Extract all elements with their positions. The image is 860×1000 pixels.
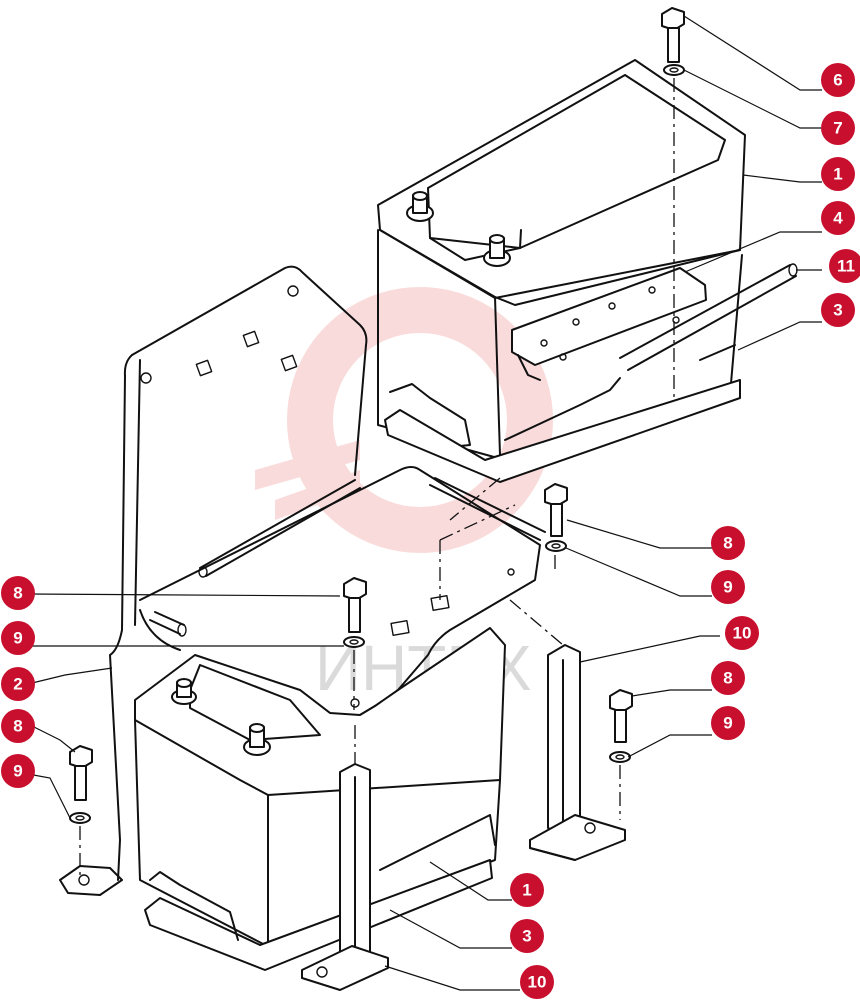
callout-badge-9-right: 9 — [711, 706, 745, 740]
callout-badge-10-bottom: 10 — [520, 965, 554, 999]
callout-label: 6 — [833, 71, 842, 90]
callout-label: 1 — [833, 165, 842, 184]
callout-badge-3-bottom: 3 — [510, 919, 544, 953]
callout-label: 10 — [528, 973, 547, 992]
callout-badge-8-mid: 8 — [711, 526, 745, 560]
callout-badge-8-right: 8 — [711, 661, 745, 695]
bolt-top — [661, 7, 685, 76]
callout-badge-3-top: 3 — [821, 293, 855, 327]
callout-badge-9-far-left: 9 — [1, 754, 35, 788]
callout-label: 7 — [833, 119, 842, 138]
bolt-far-left — [69, 745, 93, 824]
callout-label: 8 — [13, 584, 22, 603]
lower-battery-terminal-pos — [243, 723, 271, 756]
callout-badge-8-left: 8 — [1, 576, 35, 610]
callout-label: 9 — [723, 714, 732, 733]
callout-badge-10-right: 10 — [725, 616, 759, 650]
assembly-axis-lines — [79, 78, 675, 880]
clamp-bar — [511, 267, 707, 381]
callout-label: 2 — [13, 675, 22, 694]
callout-badge-4: 4 — [821, 201, 855, 235]
callout-label: 11 — [837, 257, 855, 276]
upper-battery — [377, 59, 746, 483]
callout-badge-8-far-left: 8 — [1, 709, 35, 743]
support-post-left — [301, 763, 389, 991]
callout-badge-1-bottom: 1 — [510, 873, 544, 907]
callout-label: 8 — [13, 717, 22, 736]
leader-lines — [27, 15, 822, 991]
callout-badge-6: 6 — [821, 63, 855, 97]
callout-label: 8 — [723, 669, 732, 688]
callout-badge-7: 7 — [821, 111, 855, 145]
callout-label: 9 — [13, 629, 22, 648]
lower-battery — [134, 627, 506, 971]
callout-label: 8 — [723, 534, 732, 553]
bolt-right — [609, 689, 633, 763]
callout-badge-2: 2 — [1, 667, 35, 701]
mounting-bracket — [59, 265, 541, 896]
watermark-gear-logo — [255, 287, 553, 553]
bolt-mid — [544, 483, 568, 552]
callout-label: 3 — [833, 301, 842, 320]
callout-label: 3 — [522, 927, 531, 946]
upper-battery-terminal-neg — [406, 191, 434, 222]
upper-battery-terminal-pos — [483, 234, 511, 267]
callout-badge-1-top: 1 — [821, 157, 855, 191]
rod-3 — [429, 344, 736, 541]
callout-badge-11: 11 — [829, 249, 860, 283]
callout-label: 4 — [833, 209, 843, 228]
support-post-right — [529, 644, 626, 861]
callout-badge-9-mid: 9 — [711, 570, 745, 604]
bolt-lower-left — [343, 577, 367, 648]
callout-label: 1 — [522, 881, 531, 900]
callout-label: 10 — [733, 624, 752, 643]
lower-battery-terminal-neg — [171, 678, 197, 705]
callout-badge-9-left: 9 — [1, 621, 35, 655]
callout-label: 9 — [13, 762, 22, 781]
callout-label: 9 — [723, 578, 732, 597]
